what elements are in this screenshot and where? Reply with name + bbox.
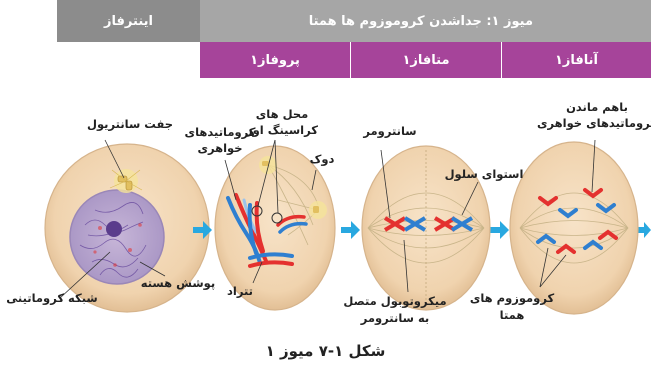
label-crossing-over-2: کراسینگ اور [245, 123, 318, 138]
label-crossing-over-1: محل های [256, 107, 309, 121]
arrow-icon [341, 221, 360, 239]
label-sisters-together-1: باهم ماندن [566, 100, 628, 114]
label-chromatin-network: شبکه کروماتینی [6, 291, 97, 306]
label-microtubule-1: میکروتوبول متصل [343, 294, 446, 309]
nucleolus [106, 221, 122, 237]
label-nuclear-envelope: پوشش هسته [141, 276, 215, 291]
figure-caption: شکل ۱-۷ میوز ۱ [0, 342, 651, 360]
label-centriole-pair: جفت سانتریول [87, 117, 173, 132]
arrow-icon [637, 222, 651, 238]
nucleus [70, 190, 164, 284]
label-centromere: سانترومر [362, 124, 416, 139]
cell-anaphase [510, 142, 638, 314]
label-tetrad: تتراد [227, 284, 253, 298]
label-cell-equator: استوای سلول [445, 167, 524, 182]
label-homologous-1: کروموزوم های [470, 291, 555, 306]
label-sister-chromatids-2: خواهری [197, 141, 242, 156]
label-spindle: دوک [310, 152, 335, 167]
label-homologous-2: همتا [500, 308, 525, 322]
label-microtubule-2: به سانترومر [360, 311, 430, 326]
arrow-icon [490, 221, 509, 239]
label-sisters-together-2: کروماتیدهای خواهری [537, 116, 651, 131]
